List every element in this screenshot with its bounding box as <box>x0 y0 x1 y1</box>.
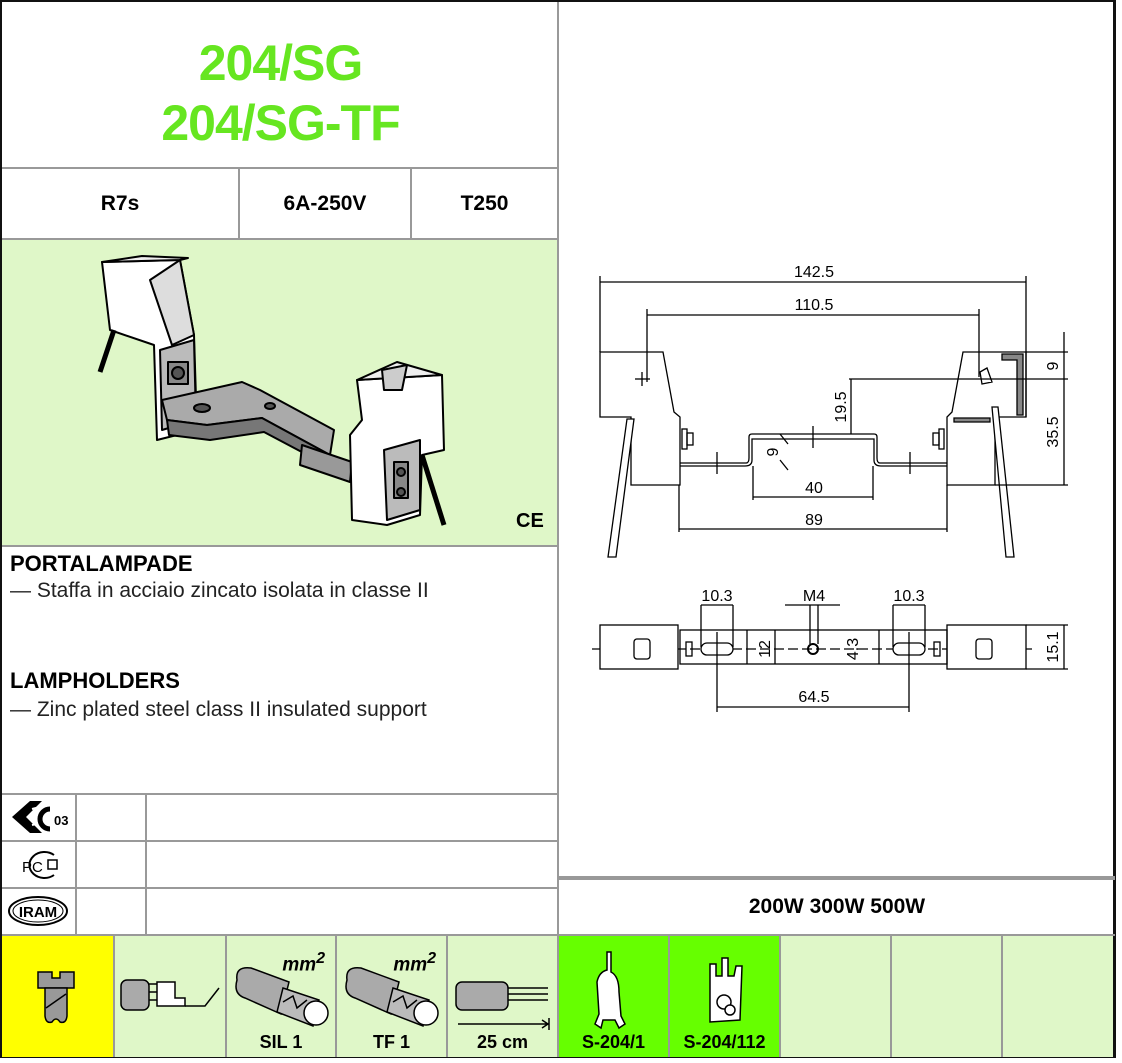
cert-enec-notes <box>147 795 559 842</box>
accessory-clip-s204-1[interactable]: S-204/1 <box>559 936 670 1057</box>
clip-s204-112-icon <box>709 957 743 1023</box>
product-image-cell: CE <box>2 240 559 547</box>
dim-slot-spacing: 64.5 <box>798 689 829 706</box>
svg-text:PC: PC <box>22 859 43 876</box>
label-sil: SIL 1 <box>259 1032 303 1052</box>
text-english: — Zinc plated steel class II insulated s… <box>10 698 427 721</box>
cable-sil-icon <box>235 967 329 1028</box>
heading-italian: PORTALAMPADE <box>10 551 193 576</box>
dim-height-offset: 19.5 <box>833 391 850 422</box>
label-s204-112: S-204/112 <box>683 1032 766 1052</box>
accessory-cable-sil: mm2 SIL 1 <box>227 936 337 1057</box>
accessory-wire-length: 25 cm <box>448 936 559 1057</box>
description-cell: PORTALAMPADE — Staffa in acciaio zincato… <box>2 547 559 795</box>
dim-step: 9 <box>765 447 782 456</box>
dim-center-width: 40 <box>805 480 823 497</box>
cert-iram-notes <box>147 889 559 936</box>
label-s204-1: S-204/1 <box>581 1032 646 1052</box>
accessory-screw-terminal <box>2 936 115 1057</box>
dim-width: 15.1 <box>1045 631 1062 662</box>
svg-text:IRAM: IRAM <box>19 904 57 921</box>
accessory-empty-2 <box>892 936 1003 1057</box>
dim-thread: M4 <box>803 588 825 605</box>
cable-tf-icon <box>345 967 439 1028</box>
spec-base: R7s <box>2 169 240 240</box>
gost-r-icon: PC <box>22 851 58 879</box>
dim-total-height: 35.5 <box>1045 416 1062 447</box>
dim-bracket-width: 89 <box>805 512 823 529</box>
accessory-push-terminal <box>115 936 227 1057</box>
svg-text:03: 03 <box>54 813 68 828</box>
cert-gost-value <box>77 842 147 889</box>
cert-iram-value <box>77 889 147 936</box>
spec-temperature: T250 <box>412 169 559 240</box>
wattage: 200W 300W 500W <box>559 878 1115 936</box>
dim-inner-length: 110.5 <box>795 297 834 314</box>
text-italian: — Staffa in acciaio zincato isolata in c… <box>10 579 429 602</box>
label-tf: TF 1 <box>372 1032 410 1052</box>
title-cell: 204/SG 204/SG-TF <box>2 2 559 169</box>
dim-slot-left: 10.3 <box>701 588 732 605</box>
cert-enec-value <box>77 795 147 842</box>
dim-hole: 4.3 <box>845 638 862 660</box>
accessory-empty-1 <box>781 936 892 1057</box>
clip-s204-1-icon <box>594 951 626 1030</box>
screw-terminal-icon <box>37 971 75 1024</box>
accessory-clip-s204-112[interactable]: S-204/112 <box>670 936 781 1057</box>
product-image: CE <box>97 255 544 532</box>
heading-english: LAMPHOLDERS <box>10 668 180 693</box>
cert-gost: PC <box>2 842 77 889</box>
product-code-variant: 204/SG-TF <box>161 95 400 151</box>
enec-icon: 03 <box>12 801 68 833</box>
wire-length-icon <box>455 981 550 1030</box>
dim-top-offset: 9 <box>1045 361 1062 370</box>
cert-iram: IRAM <box>2 889 77 936</box>
push-wire-terminal-icon <box>120 979 220 1011</box>
dim-overall-length: 142.5 <box>794 264 834 281</box>
cert-enec: 03 <box>2 795 77 842</box>
dim-bracket-height: 12 <box>757 640 774 658</box>
ce-mark: CE <box>516 510 544 532</box>
accessory-cable-tf: mm2 TF 1 <box>337 936 448 1057</box>
technical-drawing-cell: 142.5 110.5 19.5 9 40 89 9 35.5 10.3 M4 … <box>559 2 1115 878</box>
cert-gost-notes <box>147 842 559 889</box>
iram-icon: IRAM <box>8 896 68 926</box>
dim-slot-right: 10.3 <box>893 588 924 605</box>
label-wire-length: 25 cm <box>476 1032 529 1052</box>
accessory-empty-3 <box>1003 936 1113 1057</box>
spec-rating: 6A-250V <box>240 169 412 240</box>
product-code: 204/SG <box>198 35 364 91</box>
technical-drawing: 142.5 110.5 19.5 9 40 89 9 35.5 10.3 M4 … <box>592 264 1068 712</box>
